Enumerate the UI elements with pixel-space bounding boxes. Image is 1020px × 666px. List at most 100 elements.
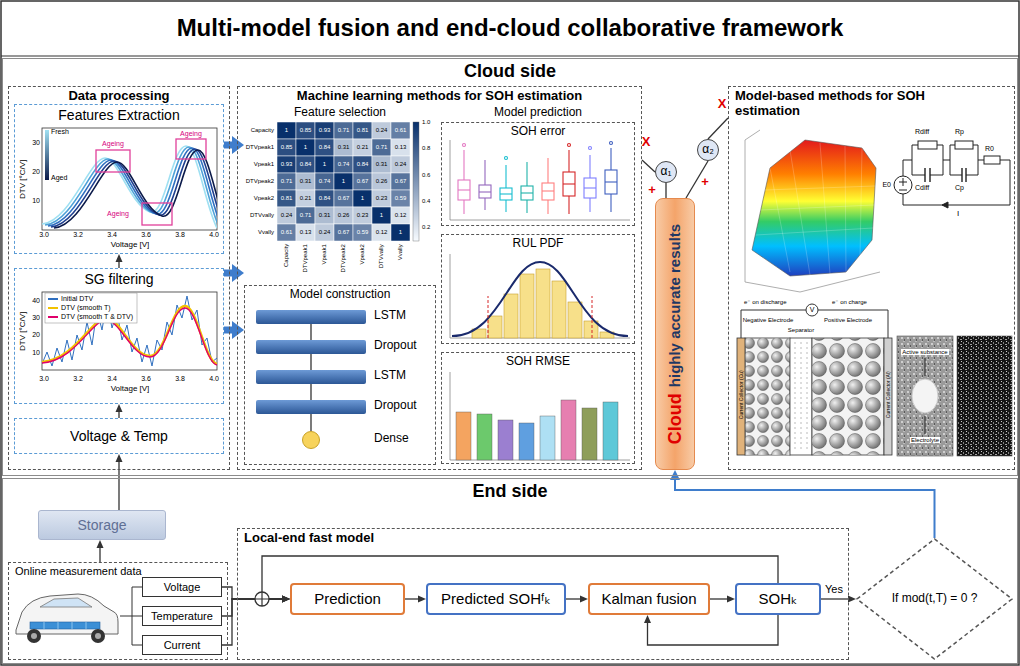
annotation-text: 0.93: [319, 127, 331, 134]
connector-line: [222, 587, 284, 599]
pdf-chart: [568, 302, 582, 338]
diamond-outline: [857, 539, 1012, 659]
annotation-text: 0.74: [338, 161, 350, 168]
weight-circle: α₂: [697, 139, 719, 161]
node-label: RUL PDF: [442, 235, 634, 251]
layer-bar: [256, 370, 366, 384]
vehicle-icon: [44, 622, 86, 629]
annotation-text: DTVvally: [250, 212, 274, 219]
annotation-text: Positive Electrode: [824, 317, 872, 324]
rotated-text-row: Cloudhighly accurate results: [655, 198, 695, 470]
annotation-text: 0.85: [281, 144, 293, 151]
annotation-text: 1: [380, 212, 383, 219]
connector-line: [310, 324, 311, 340]
annotation-text: 0.23: [357, 212, 369, 219]
connector: [666, 183, 667, 198]
layer-bar: [256, 310, 366, 324]
annotation-text: 0.24: [395, 161, 407, 168]
connector-line: [566, 598, 582, 599]
annotation-text: Capacity: [283, 244, 290, 267]
node-label: SOHₖ: [759, 590, 798, 607]
heatmap-cell: [277, 173, 296, 190]
annotation-text: 0.93: [281, 161, 293, 168]
node-label: Machine learning methods for SOH estimat…: [238, 87, 641, 104]
heatmap-cell: [315, 139, 334, 156]
heatmap-cell: [277, 156, 296, 173]
connector-line: [675, 478, 935, 538]
node-label: Kalman fusion: [601, 590, 696, 607]
annotation-text: 0.71: [376, 144, 388, 151]
pdf-chart: [450, 254, 630, 338]
heatmap-cell: [334, 139, 353, 156]
pdf-chart: [472, 269, 614, 338]
dtv-chart: [45, 130, 49, 180]
node-label: Storage: [77, 517, 126, 533]
annotation-text: 0.31: [300, 178, 312, 185]
annotation-text: Ageing: [107, 210, 129, 218]
group-box: Model-based methods for SOH estimation: [728, 86, 1015, 470]
summing-junction: [255, 592, 269, 606]
vehicle-icon: [95, 633, 101, 639]
annotation-text: 3.2: [73, 375, 83, 383]
annotation-text: Model prediction: [494, 106, 582, 119]
annotation-text: Rp: [955, 128, 964, 136]
process-box: Kalman fusion: [588, 583, 710, 615]
annotation-text: 0.4: [422, 198, 430, 205]
boxplot: [568, 144, 571, 147]
cell-diagram: [745, 338, 790, 455]
legend-text: DTV (smooth T): [61, 304, 111, 311]
dtv-chart: [51, 149, 217, 230]
heatmap-cell: [372, 156, 391, 173]
equivalent-circuit: [903, 145, 1010, 205]
layer-bar: [256, 340, 366, 354]
equivalent-circuit: [894, 141, 1010, 208]
boxplot: [589, 147, 592, 150]
annotation-text: 0.8: [422, 145, 430, 152]
annotation-text: 1.0: [422, 119, 430, 126]
frame: [1, 55, 1019, 56]
annotation-text: 40: [32, 297, 40, 305]
annotation-text: 10: [32, 197, 40, 205]
arrowhead: [282, 596, 290, 603]
region-band: Cloud sideData processingFeatures Extrac…: [2, 58, 1018, 476]
diagram-title: Multi-model fusion and end-cloud collabo…: [0, 14, 1020, 42]
vehicle-icon: [31, 633, 37, 639]
heatmap-cell: [372, 139, 391, 156]
plot-panel: RUL PDF: [441, 234, 635, 344]
annotation-text: 3.2: [73, 231, 83, 239]
node-label: Dense: [374, 432, 409, 446]
legend-row: DTV (smooth T): [48, 304, 111, 312]
heatmap-cell: [372, 207, 391, 224]
connector-line: [405, 598, 420, 599]
node-label: Voltage & Temp: [70, 428, 168, 444]
connector: [224, 264, 244, 282]
annotation-text: +: [648, 183, 656, 197]
connector-line: [222, 599, 284, 616]
connector-line: [310, 354, 311, 370]
annotation-text: Ageing: [180, 130, 202, 138]
node-label: SOH error: [442, 123, 634, 139]
cell-diagram: [737, 338, 745, 455]
connector: [710, 596, 735, 603]
weight-circle: α₁: [655, 161, 677, 183]
boxplot: [605, 142, 617, 213]
annotation-text: 30: [32, 314, 40, 322]
annotation-text: DTVpeak2: [340, 244, 347, 272]
annotation-text: 3.4: [107, 375, 117, 383]
node-label: End side: [3, 479, 1017, 502]
rmse-bars: [540, 416, 555, 460]
legend-row: DTV (smooth T & DTV): [48, 313, 133, 321]
node-label: Data processing: [9, 87, 229, 104]
heatmap-cell: [372, 173, 391, 190]
layer-box: Dropout: [256, 340, 431, 354]
connector: [311, 354, 312, 370]
boxplot: [450, 140, 630, 220]
cell-diagram: [812, 338, 884, 455]
boxplot: [458, 189, 470, 190]
connector: [116, 404, 123, 418]
group-box: Online measurement dataVoltageTemperatur…: [8, 562, 228, 660]
annotation-text: 0.81: [281, 195, 293, 202]
equivalent-circuit: [984, 156, 1000, 164]
annotation-text: 0.13: [300, 229, 312, 236]
process-box: SOHₖ: [735, 583, 821, 615]
